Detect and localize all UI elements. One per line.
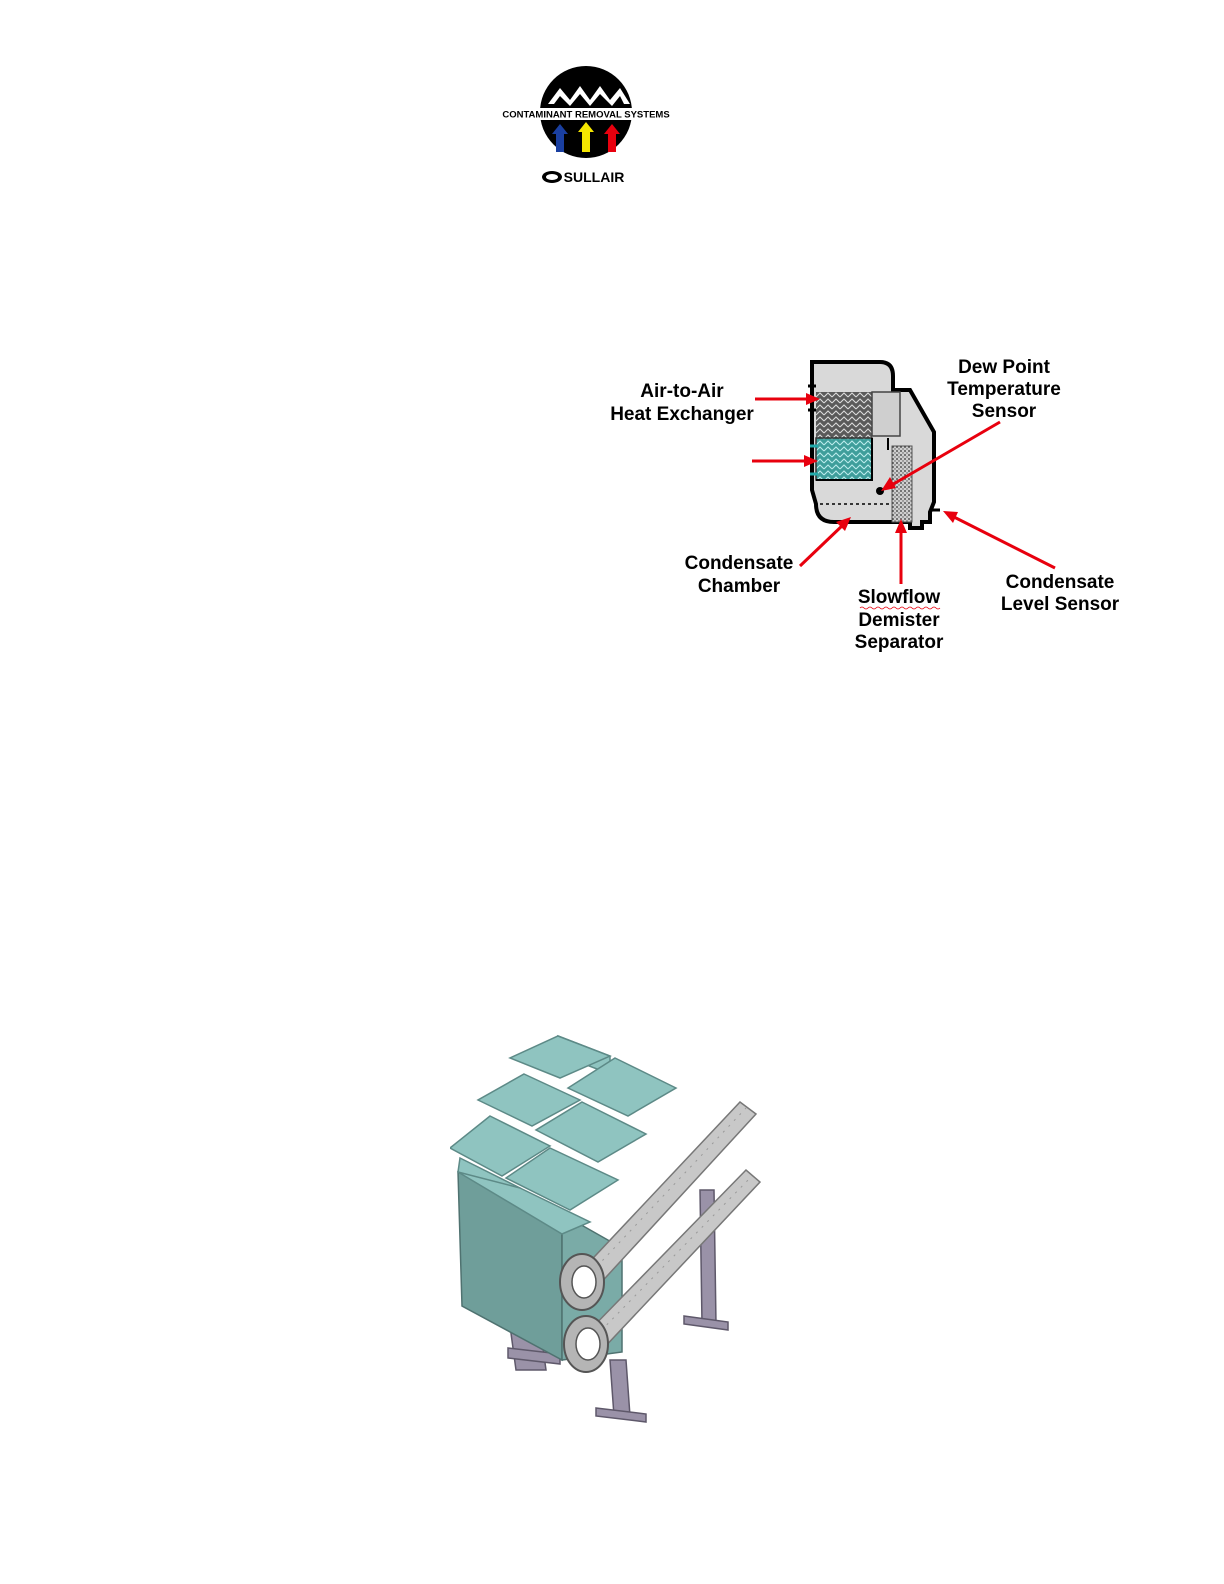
dew-point-sensor-dot	[876, 487, 884, 495]
crs-logo-graphic: CONTAMINANT REMOVAL SYSTEMS SULLAIR	[490, 66, 682, 188]
label-slowflow: Slowflow	[858, 587, 941, 608]
logo-tagline: CONTAMINANT REMOVAL SYSTEMS	[502, 110, 669, 121]
upper-flange	[560, 1254, 604, 1310]
label-separator: Separator	[855, 632, 944, 653]
label-demister: Demister	[858, 610, 940, 631]
separator-3d-render	[450, 1030, 770, 1430]
lower-flange	[564, 1316, 608, 1372]
label-temperature: Temperature	[947, 379, 1061, 400]
label-level-sensor: Level Sensor	[1001, 594, 1120, 615]
label-air-to-air: Air-to-Air	[640, 381, 724, 402]
separator-diagram: Air-to-Air Heat Exchanger Dew Point Temp…	[600, 350, 1130, 660]
label-dew-point: Dew Point	[958, 357, 1051, 378]
heat-exchanger-upper	[816, 392, 872, 438]
label-condensate: Condensate	[685, 553, 794, 574]
logo-brand: SULLAIR	[564, 169, 625, 185]
heat-exchanger-lower	[816, 438, 872, 480]
label-condensate-level: Condensate	[1006, 572, 1115, 593]
label-heat-exchanger: Heat Exchanger	[610, 404, 754, 425]
sullair-logo: CONTAMINANT REMOVAL SYSTEMS SULLAIR	[490, 66, 682, 188]
label-chamber: Chamber	[698, 576, 781, 597]
label-sensor: Sensor	[972, 401, 1037, 422]
